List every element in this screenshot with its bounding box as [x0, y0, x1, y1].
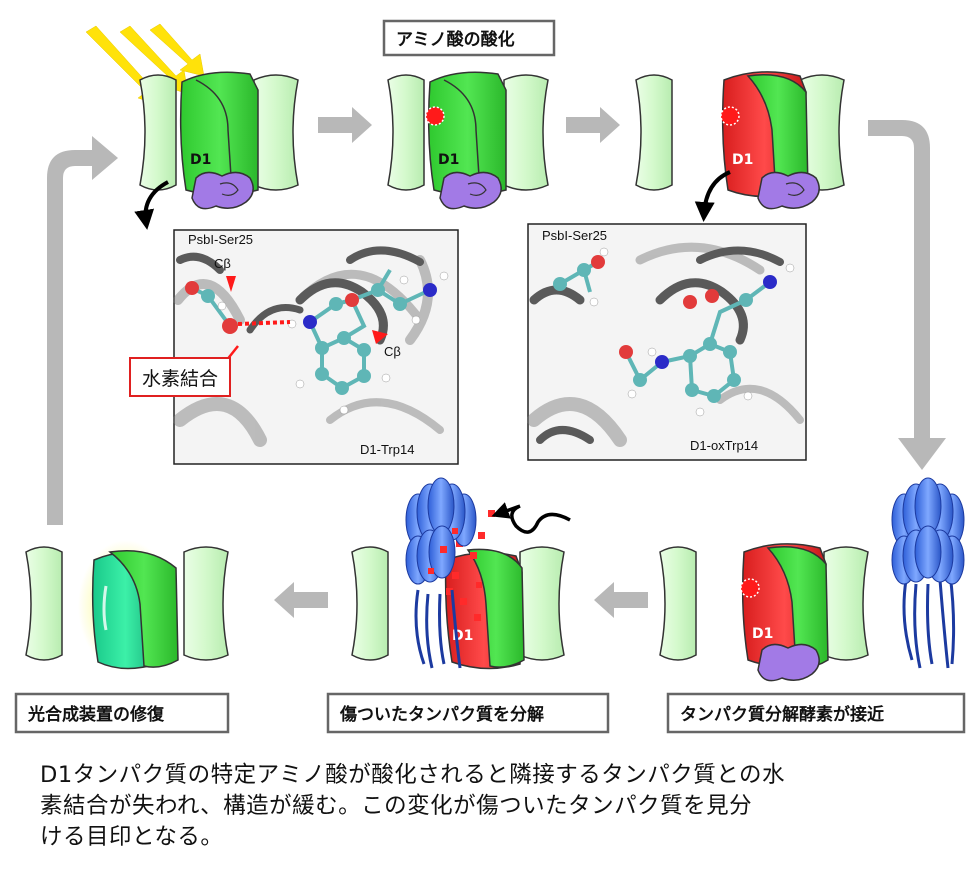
arrow-right-1: [318, 107, 372, 143]
oxidation-site: [425, 106, 445, 126]
complex-2: D1: [387, 71, 549, 210]
pale-subunit: [387, 74, 425, 191]
cycle-arrows: [47, 107, 946, 618]
caption-line: ける目印となる。: [40, 824, 224, 850]
d1-label: D1: [438, 152, 459, 168]
ser-label: PsbI-Ser25: [188, 232, 253, 247]
ser-label: PsbI-Ser25: [542, 228, 607, 243]
step-label-oxidation: アミノ酸の酸化: [382, 19, 556, 57]
caption-line: D1タンパク質の特定アミノ酸が酸化されると隣接するタンパク質との水: [40, 762, 785, 788]
oxidation-site: [740, 578, 760, 598]
step-label-repair: 光合成装置の修復: [14, 692, 230, 734]
arrow-down-right: [868, 120, 946, 470]
oxidation-site: [720, 106, 740, 126]
hydrogen-bond: [237, 320, 291, 326]
purple-subunit: [757, 643, 820, 682]
svg-text:光合成装置の修復: 光合成装置の修復: [27, 704, 165, 725]
complex-1: D1: [139, 71, 299, 210]
pale-subunit: [253, 74, 299, 191]
svg-text:アミノ酸の酸化: アミノ酸の酸化: [396, 29, 515, 50]
d1-label: D1: [732, 152, 753, 168]
green-subunit: [108, 549, 179, 668]
step-label-approach: タンパク質分解酵素が接近: [666, 692, 966, 734]
arrow-up-left: [47, 136, 118, 525]
pale-subunit: [823, 546, 869, 661]
hbond-callout: 水素結合: [129, 345, 239, 397]
zoom-arrows: [134, 170, 731, 230]
pale-subunit: [183, 546, 229, 661]
pale-subunit: [635, 74, 673, 191]
complex-4: D1: [659, 543, 869, 682]
pale-subunit: [139, 74, 177, 191]
purple-subunit: [191, 171, 254, 210]
green-subunit: [466, 548, 525, 668]
complex-6: [25, 540, 229, 672]
pale-subunit: [503, 74, 549, 191]
cb-pointer: [372, 330, 388, 344]
cb-label: Cβ: [214, 256, 231, 271]
purple-subunit: [439, 171, 502, 210]
hbond-label: 水素結合: [142, 368, 218, 390]
pale-subunit: [351, 546, 389, 661]
figure-caption: D1タンパク質の特定アミノ酸が酸化されると隣接するタンパク質との水 素結合が失わ…: [40, 760, 940, 853]
protease-enzyme: [891, 477, 965, 669]
arrow-left-1: [594, 582, 648, 618]
pale-subunit: [659, 546, 697, 661]
pale-subunit: [799, 74, 845, 191]
structure-panel-right: PsbI-Ser25 D1-oxTrp14: [527, 223, 807, 461]
trp-label: D1-oxTrp14: [690, 438, 758, 453]
purple-subunit: [757, 171, 820, 210]
step-label-degrade: 傷ついたタンパク質を分解: [326, 692, 610, 734]
arrow-right-2: [566, 107, 620, 143]
structure-panel-left: PsbI-Ser25 Cβ Cβ D1-Trp14: [173, 229, 459, 465]
complex-5: D1: [351, 477, 571, 670]
d1-label: D1: [190, 152, 211, 168]
arrow-left-2: [274, 582, 328, 618]
pale-subunit: [25, 546, 63, 661]
svg-text:傷ついたタンパク質を分解: 傷ついたタンパク質を分解: [339, 704, 544, 725]
pale-subunit: [519, 546, 565, 661]
d1-label: D1: [752, 626, 773, 642]
complex-3: D1: [635, 71, 845, 210]
pull-arrow: [491, 502, 571, 534]
cb-label: Cβ: [384, 344, 401, 359]
svg-text:タンパク質分解酵素が接近: タンパク質分解酵素が接近: [680, 704, 884, 725]
cb-pointer: [226, 276, 236, 292]
caption-line: 素結合が失われ、構造が緩む。この変化が傷ついたタンパク質を見分: [40, 793, 753, 819]
trp-label: D1-Trp14: [360, 442, 414, 457]
